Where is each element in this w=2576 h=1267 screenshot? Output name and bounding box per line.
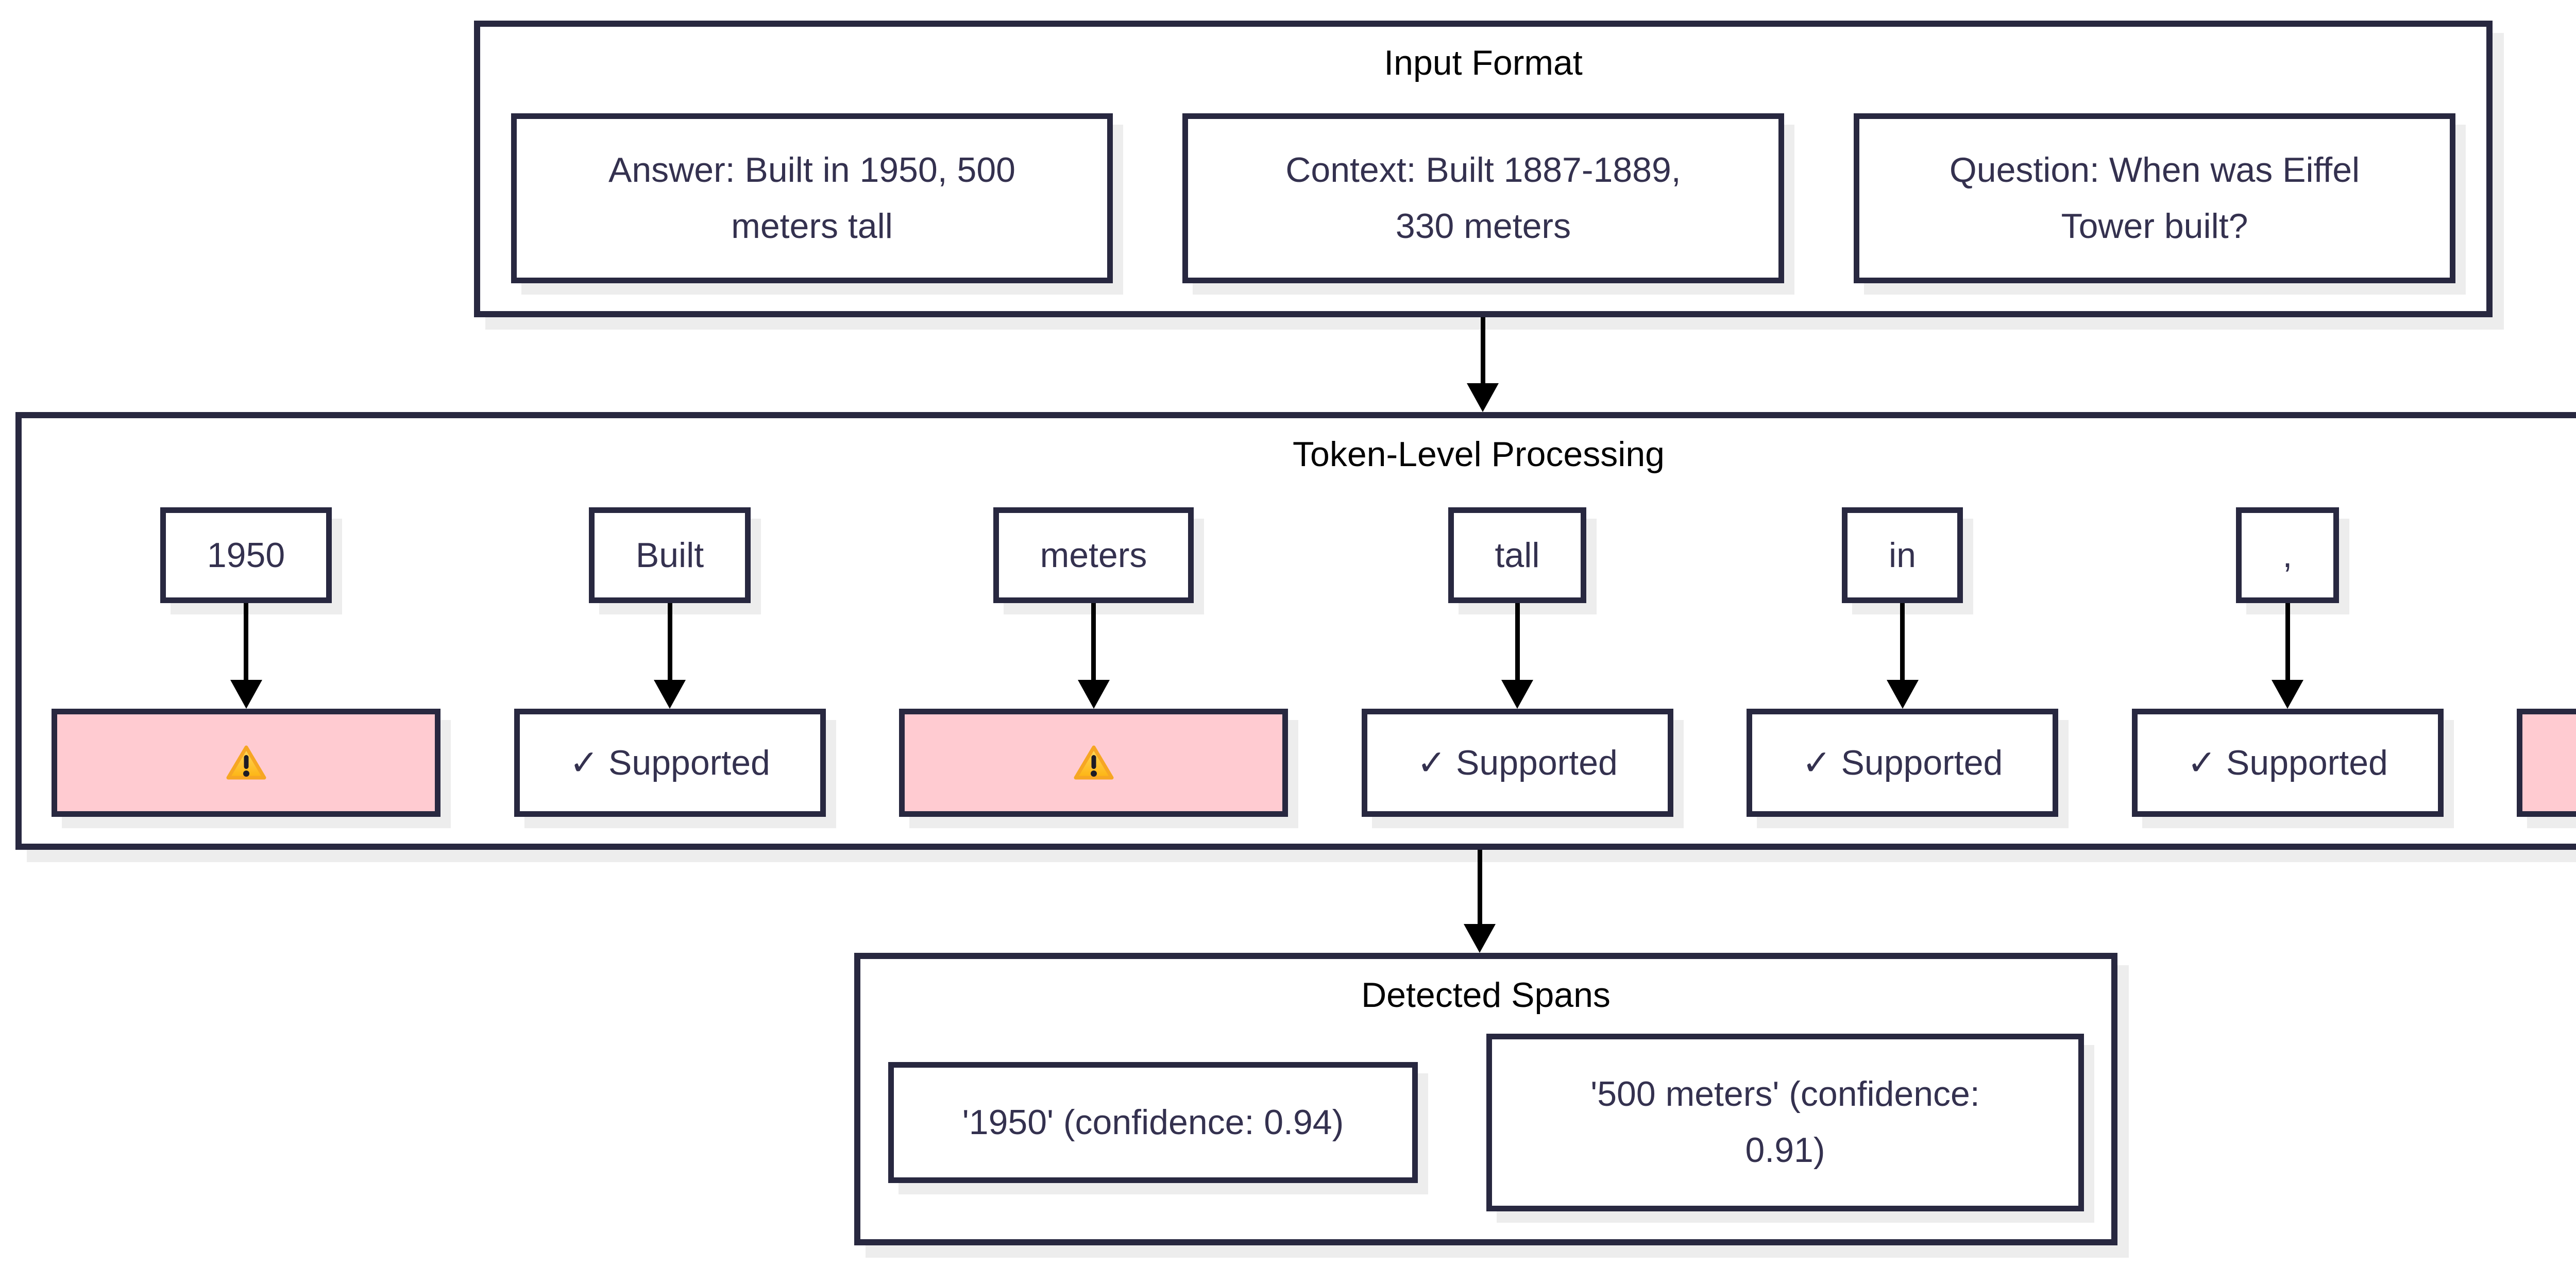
input-format-title: Input Format	[1384, 43, 1583, 82]
warning-icon	[226, 745, 266, 780]
token-column-5: , ✓ Supported	[2131, 507, 2444, 817]
token-down-arrow	[2271, 603, 2304, 709]
input-box-text: Context: Built 1887-1889,330 meters	[1285, 150, 1681, 246]
detected-span-text: '500 meters' (confidence:0.91)	[1590, 1074, 1980, 1170]
token-down-arrow	[1077, 603, 1110, 709]
arrow-head-icon	[2272, 680, 2303, 709]
token-column-0: 1950	[52, 507, 440, 817]
token-column-2: meters	[899, 507, 1288, 817]
supported-result-box: ✓ Supported	[1361, 709, 1673, 817]
token-down-arrow	[1501, 603, 1534, 709]
detected-span-box-0: '1950' (confidence: 0.94)	[888, 1061, 1418, 1183]
arrow-shaft	[2285, 603, 2290, 680]
token-box-0: 1950	[160, 507, 332, 603]
token-down-arrow	[230, 603, 263, 709]
token-down-arrow	[1886, 603, 1919, 709]
arrow-head-icon	[1077, 680, 1110, 709]
detected-spans-row: '1950' (confidence: 0.94) '500 meters' (c…	[888, 1021, 2084, 1224]
token-column-3: tall ✓ Supported	[1361, 507, 1673, 817]
input-box-1: Context: Built 1887-1889,330 meters	[1182, 113, 1784, 283]
token-column-6: 500	[2517, 507, 2576, 817]
flow-arrow-tokens-to-spans	[1463, 850, 1496, 953]
token-box-5: ,	[2235, 507, 2340, 603]
arrow-head-icon	[1886, 680, 1919, 709]
arrow-head-icon	[1464, 924, 1496, 953]
arrow-shaft	[1480, 317, 1485, 383]
detected-span-text: '1950' (confidence: 0.94)	[962, 1102, 1344, 1142]
detected-spans-title: Detected Spans	[1361, 975, 1611, 1015]
supported-result-box: ✓ Supported	[514, 709, 826, 817]
supported-result-box: ✓ Supported	[2131, 709, 2444, 817]
token-processing-title: Token-Level Processing	[1293, 435, 1665, 474]
arrow-shaft	[1091, 603, 1096, 680]
warning-result-box	[52, 709, 440, 817]
arrow-shaft	[244, 603, 248, 680]
warning-result-box	[2517, 709, 2576, 817]
token-box-4: in	[1842, 507, 1963, 603]
token-down-arrow	[653, 603, 686, 709]
arrow-shaft	[1900, 603, 1905, 680]
flow-arrow-input-to-tokens	[1466, 317, 1499, 412]
warning-result-box	[899, 709, 1288, 817]
token-box-2: meters	[993, 507, 1194, 603]
warning-icon	[1074, 745, 1113, 780]
token-column-1: Built ✓ Supported	[514, 507, 826, 817]
token-column-4: in ✓ Supported	[1747, 507, 2058, 817]
arrow-head-icon	[1467, 383, 1499, 412]
detected-spans-section: Detected Spans '1950' (confidence: 0.94)…	[854, 953, 2117, 1245]
token-box-3: tall	[1448, 507, 1587, 603]
arrow-shaft	[1477, 850, 1482, 924]
arrow-head-icon	[230, 680, 262, 709]
detected-span-box-1: '500 meters' (confidence:0.91)	[1486, 1033, 2084, 1211]
supported-result-box: ✓ Supported	[1747, 709, 2058, 817]
token-processing-section: Token-Level Processing 1950 Built ✓ Suppo…	[15, 412, 2576, 850]
token-box-1: Built	[588, 507, 751, 603]
arrow-shaft	[667, 603, 672, 680]
arrow-head-icon	[1501, 680, 1533, 709]
arrow-shaft	[1515, 603, 1520, 680]
token-columns-row: 1950 Built ✓ Supported meters tall ✓ Suppor…	[52, 507, 2576, 817]
arrow-head-icon	[654, 680, 686, 709]
